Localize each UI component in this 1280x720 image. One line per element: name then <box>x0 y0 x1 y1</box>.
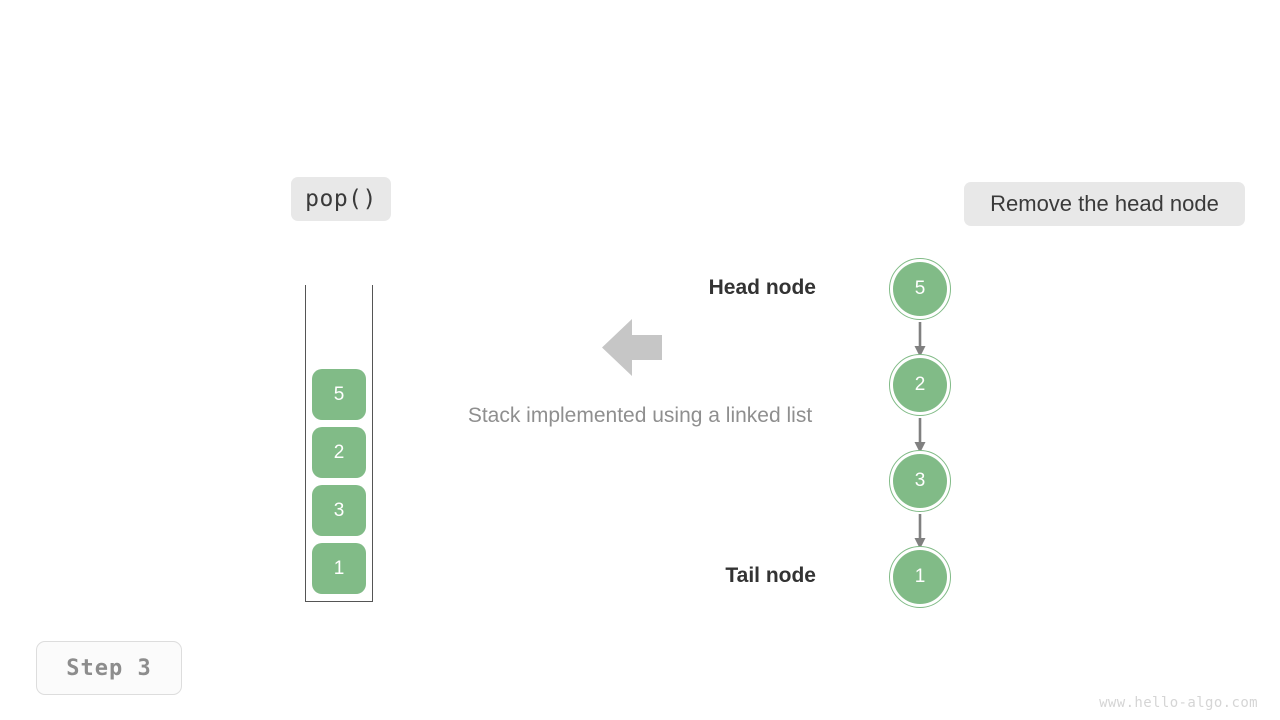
stack-container: 5 2 3 1 <box>305 285 373 602</box>
head-node-label: Head node <box>708 276 816 299</box>
operation-badge: pop() <box>291 177 391 221</box>
list-node: 2 <box>889 354 951 416</box>
stack-cell-value: 1 <box>333 557 345 579</box>
list-node: 3 <box>889 450 951 512</box>
tail-node-label: Tail node <box>725 564 816 587</box>
stack-cell-value: 5 <box>333 383 345 405</box>
arrow-down-icon <box>914 514 926 549</box>
action-label: Remove the head node <box>990 191 1219 216</box>
step-label: Step 3 <box>66 655 152 681</box>
stack-cell-value: 2 <box>333 441 345 463</box>
stack-cell: 5 <box>312 369 366 420</box>
list-node-value: 5 <box>893 262 947 316</box>
arrow-down-icon <box>914 418 926 453</box>
list-node-value: 2 <box>893 358 947 412</box>
arrow-down-icon <box>914 322 926 357</box>
stack-cell-value: 3 <box>333 499 345 521</box>
linked-list: 5 2 3 1 <box>889 258 951 608</box>
list-node: 1 <box>889 546 951 608</box>
step-badge: Step 3 <box>36 641 182 695</box>
operation-label: pop() <box>305 186 377 212</box>
stack-cell: 1 <box>312 543 366 594</box>
list-node-value: 1 <box>893 550 947 604</box>
stack-cell: 3 <box>312 485 366 536</box>
diagram-caption: Stack implemented using a linked list <box>0 404 1280 428</box>
watermark: www.hello-algo.com <box>1099 695 1258 711</box>
list-node-value: 3 <box>893 454 947 508</box>
caption-text: Stack implemented using a linked list <box>467 404 813 427</box>
stack-cell: 2 <box>312 427 366 478</box>
list-node: 5 <box>889 258 951 320</box>
arrow-left-icon <box>602 319 662 376</box>
action-badge: Remove the head node <box>964 182 1245 226</box>
